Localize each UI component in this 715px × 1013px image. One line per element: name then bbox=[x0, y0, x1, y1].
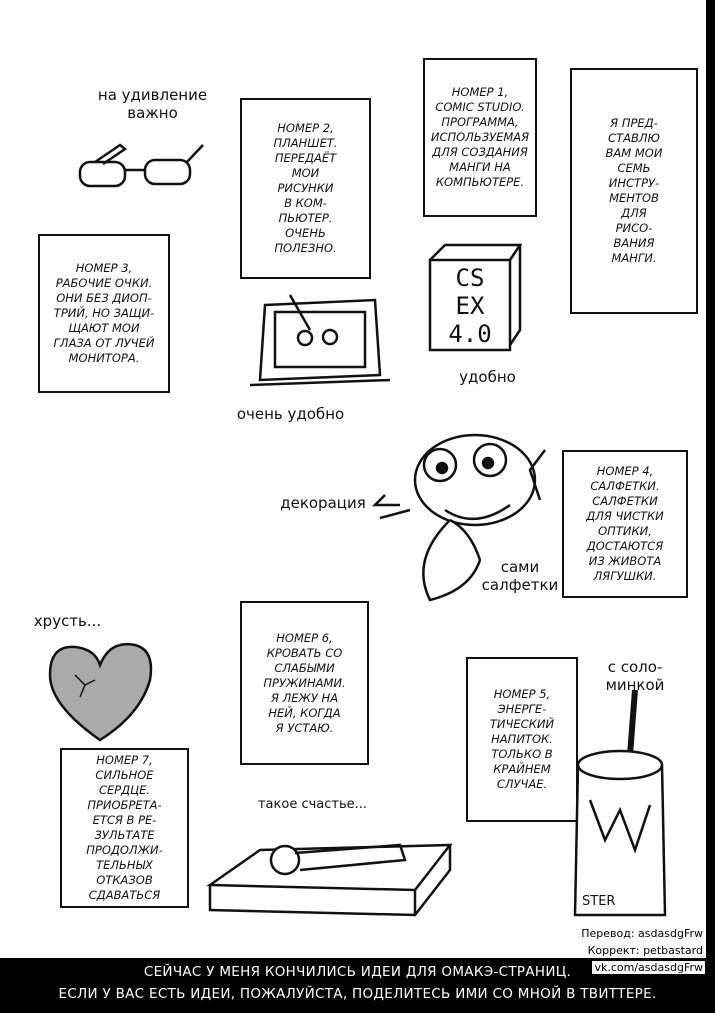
footer-line2: Если у вас есть идеи, пожалуйста, подели… bbox=[58, 986, 657, 1002]
energy-drink-can-drawing: STER bbox=[573, 690, 667, 917]
credit-proofreading: Коррект: petbastard bbox=[585, 944, 705, 957]
caption-heart: хрусть... bbox=[33, 612, 102, 630]
text-box-intro: Я пред- ставлю вам мои семь инстру- мент… bbox=[570, 68, 698, 314]
text-box-item3: Номер 3, рабочие очки. они без диоп- три… bbox=[38, 234, 170, 393]
software-box-drawing: CS EX 4.0 bbox=[428, 243, 523, 352]
caption-decoration: декорация bbox=[280, 494, 366, 512]
item7-text: Номер 7, сильное сердце. приобрета- ется… bbox=[86, 753, 163, 902]
frog-drawing bbox=[371, 433, 546, 602]
tablet-drawing bbox=[249, 294, 391, 387]
text-box-item4: Номер 4, салфетки. салфетки для чистки о… bbox=[562, 450, 688, 598]
box-label-line1: CS bbox=[456, 264, 485, 292]
caption-bed: такое счастье... bbox=[257, 797, 368, 812]
credit-translation: Перевод: asdasdgFrw bbox=[579, 927, 705, 940]
text-box-item7: Номер 7, сильное сердце. приобрета- ется… bbox=[60, 748, 189, 908]
caption-software: удобно bbox=[459, 368, 516, 386]
credit-link[interactable]: vk.com/asdasdgFrw bbox=[592, 961, 705, 974]
can-label: STER bbox=[582, 894, 615, 909]
item6-text: Номер 6, кровать со слабыми пружинами. я… bbox=[263, 630, 346, 735]
item2-text: Номер 2, планшет. передаёт мои рисунки в… bbox=[273, 121, 338, 255]
glasses-drawing bbox=[78, 143, 204, 188]
box-label-line2: EX bbox=[456, 292, 485, 320]
footer-line1: Сейчас у меня кончились идеи для омакэ-с… bbox=[143, 964, 572, 980]
item1-text: Номер 1, comic studio. программа, исполь… bbox=[430, 85, 530, 189]
item5-text: Номер 5, энерге- тический напиток. тольк… bbox=[489, 687, 555, 791]
box-label-line3: 4.0 bbox=[448, 320, 491, 348]
intro-text: Я пред- ставлю вам мои семь инстру- мент… bbox=[605, 116, 663, 265]
text-box-item2: Номер 2, планшет. передаёт мои рисунки в… bbox=[240, 98, 371, 279]
caption-tissues: сами салфетки bbox=[481, 558, 559, 594]
text-box-item6: Номер 6, кровать со слабыми пружинами. я… bbox=[240, 601, 369, 765]
bed-drawing bbox=[206, 843, 453, 917]
item3-text: Номер 3, рабочие очки. они без диоп- три… bbox=[53, 261, 155, 365]
caption-straw: с соло- минкой bbox=[605, 658, 665, 694]
item4-text: Номер 4, салфетки. салфетки для чистки о… bbox=[586, 464, 664, 583]
caption-glasses: на удивление важно bbox=[97, 86, 208, 122]
text-box-item5: Номер 5, энерге- тический напиток. тольк… bbox=[466, 657, 578, 822]
heart-drawing bbox=[48, 642, 153, 742]
caption-tablet: очень удобно bbox=[236, 405, 345, 423]
text-box-item1: Номер 1, comic studio. программа, исполь… bbox=[423, 58, 537, 217]
